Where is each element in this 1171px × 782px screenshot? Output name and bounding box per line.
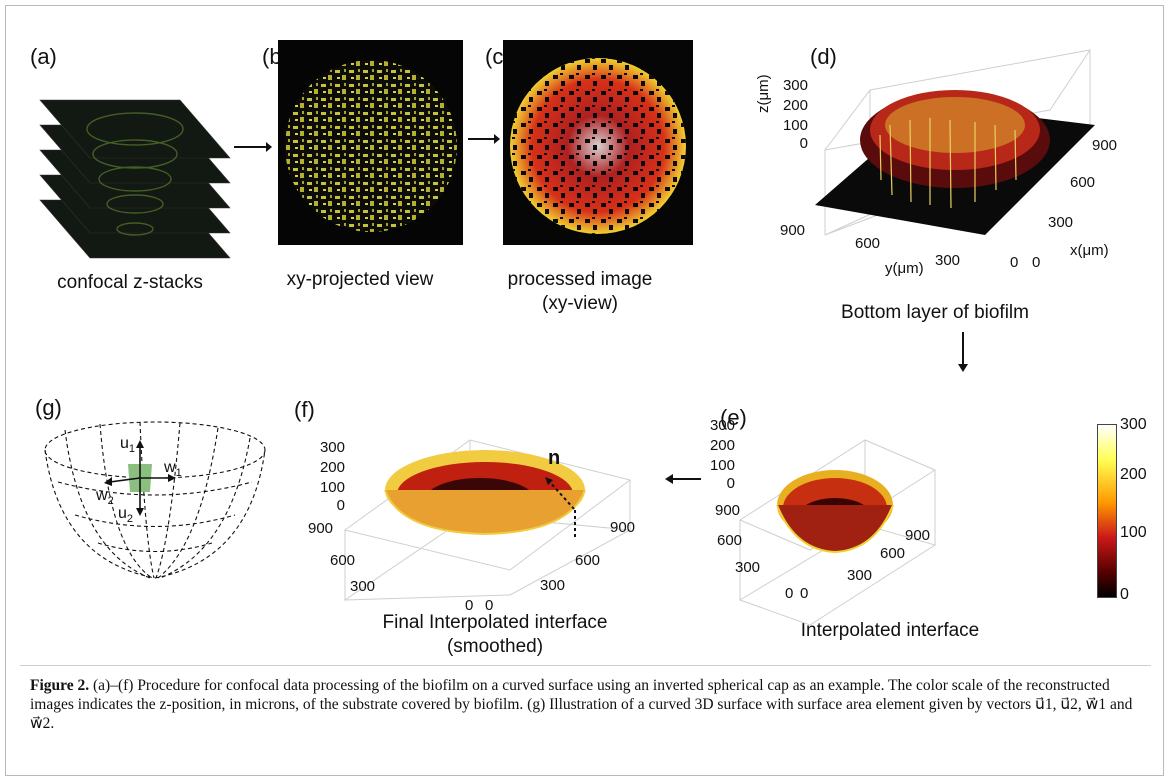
panel-d-ylabel: y(μm) [885,260,924,277]
panel-e-xtick: 900 [905,527,930,544]
panel-b-projection-image [278,40,463,245]
panel-c-caption-line2: (xy-view) [542,293,618,314]
panel-e-ytick: 0 [785,585,793,602]
panel-f-normal-label: n [548,447,560,469]
panel-a-label: (a) [30,44,57,69]
panel-e-label: (e) [720,405,747,430]
panel-d-xlabel: x(μm) [1070,242,1109,259]
panel-d-label: (d) [810,44,837,69]
panel-d-xtick: 300 [1048,214,1073,231]
colorbar-tick: 200 [1120,466,1147,483]
panel-f-ztick: 200 [320,459,345,476]
colorbar-tick: 0 [1120,586,1129,603]
panel-d-zlabel: z(μm) [755,74,772,113]
panel-f-ytick: 300 [350,578,375,595]
panel-e-xtick: 600 [880,545,905,562]
arrow-d-to-e [958,332,968,372]
panel-d-ztick: 0 [800,135,808,152]
panel-e-ztick: 200 [710,437,735,454]
panel-e-caption: Interpolated interface [800,620,980,641]
panel-f-3d-plot: n 300 200 100 0 900 600 300 0 900 600 30… [308,439,635,614]
panel-f-caption-line1: Final Interpolated interface [382,612,608,633]
arrow-a-to-b [234,142,272,152]
caption-divider [20,665,1151,666]
panel-f-ztick: 0 [337,497,345,514]
panel-e-3d-plot: 300 200 100 0 900 600 300 0 900 600 300 … [710,417,937,626]
panel-f-label: (f) [294,397,315,422]
panel-f-xtick: 0 [485,597,493,614]
panel-f-xtick: 600 [575,552,600,569]
arrow-b-to-c [468,134,500,144]
panel-d-3d-plot: 300 200 100 0 z(μm) 900 600 300 0 x(μm) … [755,49,1117,277]
panel-f-xtick: 300 [540,577,565,594]
panel-d-ytick: 0 [1010,254,1018,271]
panel-f-ytick: 600 [330,552,355,569]
panel-d-ytick: 300 [935,252,960,269]
panel-e-ytick: 900 [715,502,740,519]
panel-c-caption-line1: processed image [507,269,653,290]
colorbar [1097,424,1117,598]
panel-g-label: (g) [35,395,62,420]
figure-caption: Figure 2. (a)–(f) Procedure for confocal… [30,676,1140,733]
panel-e-xtick: 0 [800,585,808,602]
panel-d-xtick: 600 [1070,174,1095,191]
panel-d-ztick: 200 [783,97,808,114]
vector-u2-label: u2 [118,505,133,525]
vector-w1-label: w1 [163,459,182,479]
panel-d-xtick: 0 [1032,254,1040,271]
panel-g-surface-diagram: u1 u2 w1 w2 [44,421,266,579]
panel-e-ytick: 600 [717,532,742,549]
panel-f-caption-line2: (smoothed) [446,636,544,657]
vector-w2-label: w2 [95,487,114,507]
figure-caption-text: (a)–(f) Procedure for confocal data proc… [30,677,1133,732]
panel-e-ztick: 100 [710,457,735,474]
panel-b-caption: xy-projected view [286,269,434,290]
panel-c-processed-image [503,40,693,245]
panel-d-ytick: 600 [855,235,880,252]
figure-label: Figure 2. [30,677,90,694]
panel-d-ztick: 100 [783,117,808,134]
panel-d-ztick: 300 [783,77,808,94]
panel-f-ytick: 900 [308,520,333,537]
colorbar-tick: 100 [1120,524,1147,541]
figure-frame [5,5,1164,776]
arrow-e-to-f [665,474,701,484]
panel-f-ztick: 100 [320,479,345,496]
panel-e-ztick: 0 [727,475,735,492]
panel-f-ytick: 0 [465,597,473,614]
panel-a-stack-image [39,99,231,259]
colorbar-tick: 300 [1120,416,1147,433]
panel-f-xtick: 900 [610,519,635,536]
panel-e-xtick: 300 [847,567,872,584]
panel-a-caption: confocal z-stacks [57,272,203,293]
panel-d-ytick: 900 [780,222,805,239]
panel-f-ztick: 300 [320,439,345,456]
panel-e-ztick: 300 [710,417,735,434]
vector-u1-label: u1 [120,435,135,455]
panel-d-xtick: 900 [1092,137,1117,154]
panel-d-caption: Bottom layer of biofilm [841,302,1029,323]
panel-e-ytick: 300 [735,559,760,576]
